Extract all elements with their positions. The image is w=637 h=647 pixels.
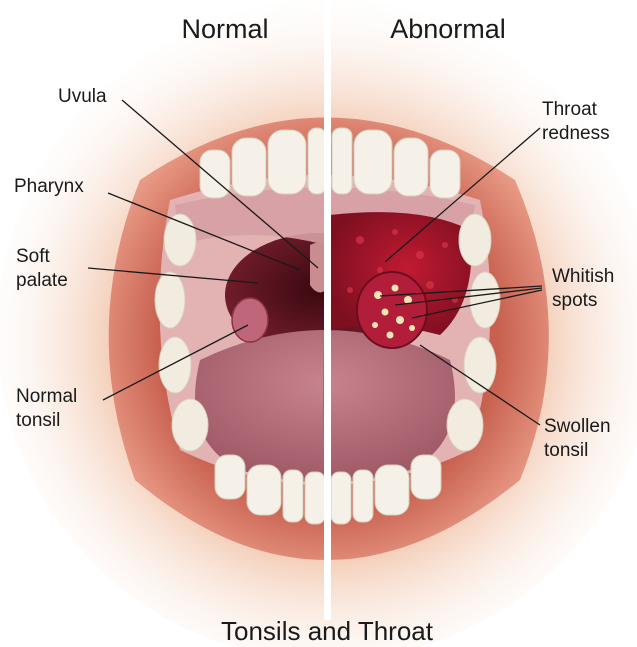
label-whitish-spots-1: Whitish bbox=[552, 266, 614, 287]
label-throat-redness-2: redness bbox=[542, 123, 610, 144]
divider-line bbox=[324, 0, 331, 620]
label-normal-tonsil-2: tonsil bbox=[16, 410, 60, 431]
heading-normal: Normal bbox=[181, 14, 268, 44]
caption: Tonsils and Throat bbox=[221, 616, 434, 646]
swollen-tonsil bbox=[357, 272, 427, 348]
label-whitish-spots-2: spots bbox=[552, 290, 597, 311]
label-swollen-tonsil-2: tonsil bbox=[544, 440, 588, 461]
heading-abnormal: Abnormal bbox=[390, 14, 506, 44]
label-pharynx: Pharynx bbox=[14, 176, 84, 197]
label-soft-palate-1: Soft bbox=[16, 246, 51, 267]
label-normal-tonsil-1: Normal bbox=[16, 386, 77, 407]
normal-tonsil bbox=[232, 298, 268, 342]
label-soft-palate-2: palate bbox=[16, 270, 68, 291]
label-throat-redness-1: Throat bbox=[542, 99, 598, 120]
label-swollen-tonsil-1: Swollen bbox=[544, 416, 611, 437]
label-uvula: Uvula bbox=[58, 86, 107, 107]
